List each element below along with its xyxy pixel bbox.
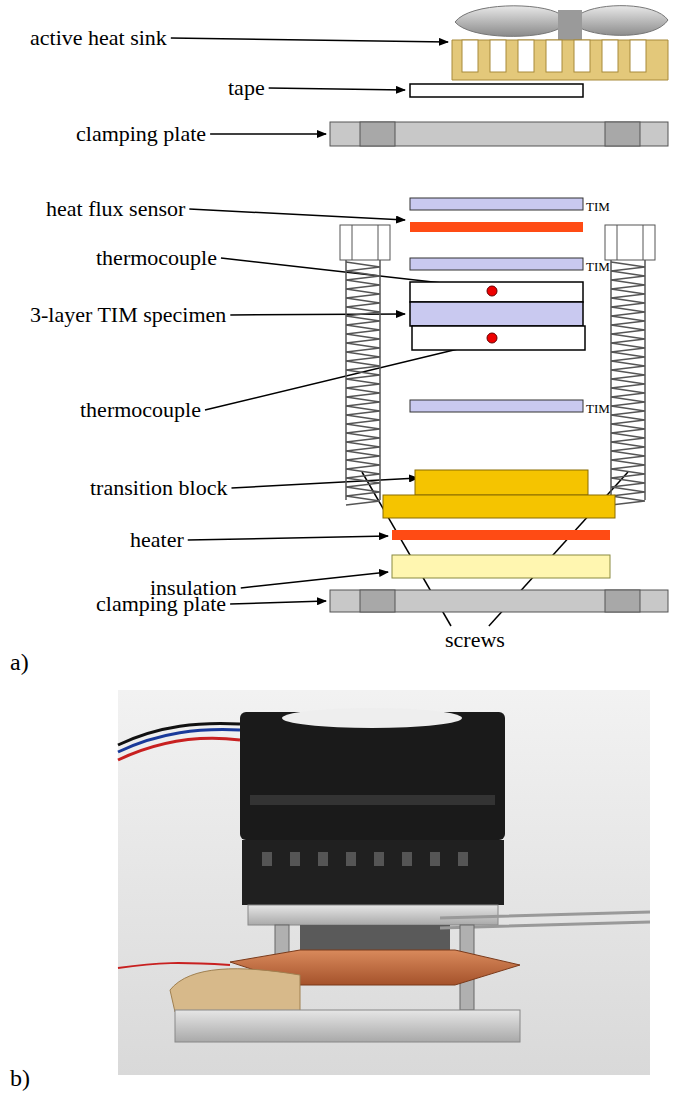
part-label: 3-layer TIM specimen: [30, 304, 226, 326]
part-label: heat flux sensor: [46, 198, 185, 220]
layer-tag: TIM: [586, 402, 610, 415]
leader-line: [230, 314, 405, 315]
part-label: clamping plate: [76, 123, 206, 145]
layer-tag: TIM: [586, 260, 610, 273]
leader-line: [241, 572, 388, 588]
part-label: a): [10, 650, 29, 674]
part-label: thermocouple: [80, 399, 201, 421]
part-label: active heat sink: [30, 27, 167, 49]
leader-line: [231, 478, 418, 488]
layer-tag: TIM: [586, 200, 610, 213]
part-label: screws: [445, 629, 505, 651]
part-label: transition block: [90, 477, 227, 499]
leader-line: [210, 133, 326, 135]
part-label: b): [10, 1066, 30, 1090]
part-label: heater: [130, 529, 184, 551]
leader-line: [269, 88, 405, 90]
leader-line: [230, 601, 326, 604]
leader-line: [189, 209, 405, 220]
leader-line: [171, 38, 448, 42]
part-label: thermocouple: [96, 247, 217, 269]
part-label: tape: [228, 77, 265, 99]
leader-line: [188, 536, 388, 540]
part-label: clamping plate: [96, 593, 226, 615]
